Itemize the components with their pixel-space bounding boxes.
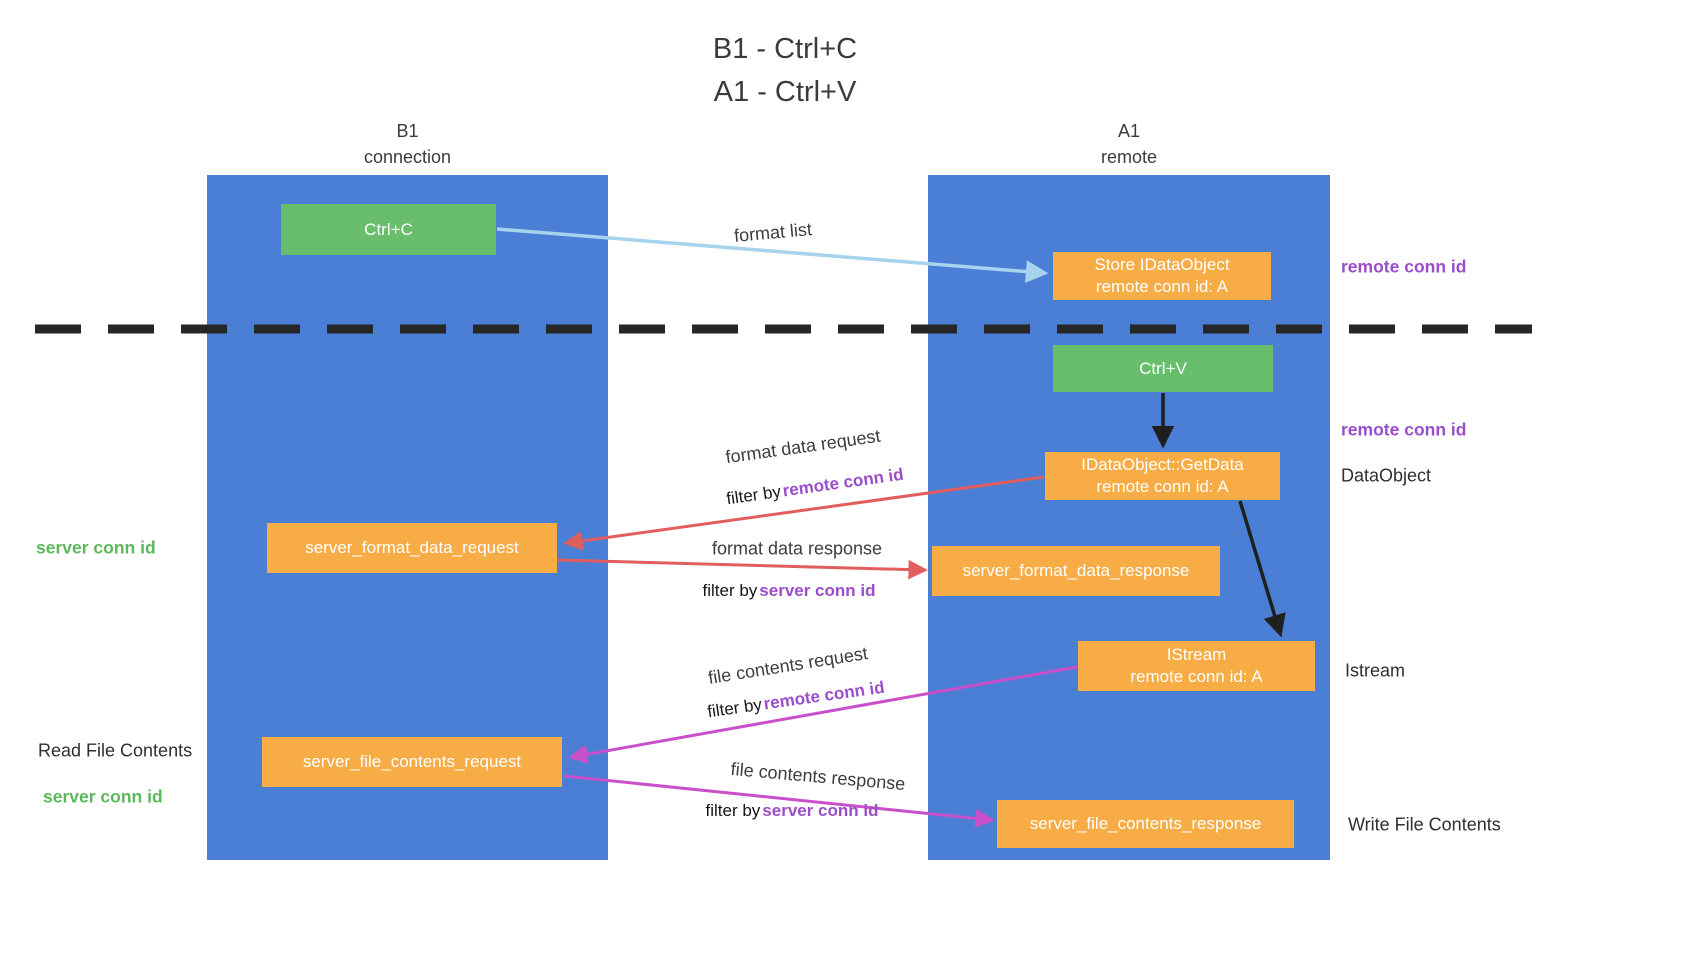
edge-label-format-data-request: format data request <box>724 425 882 468</box>
lane-a1-subtitle: remote <box>1100 147 1158 167</box>
node-ctrl-v: Ctrl+V <box>1053 345 1273 392</box>
node-server-format-data-response: server_format_data_response <box>932 546 1220 596</box>
title-line-2: A1 - Ctrl+V <box>713 76 857 108</box>
node-store-line1: Store IDataObject <box>1094 255 1230 274</box>
node-istream-line1: IStream <box>1166 645 1227 664</box>
filter-remote-conn-id-2: remote conn id <box>762 677 886 714</box>
arrow-format-data-response <box>557 558 928 580</box>
node-server-format-data-request: server_format_data_request <box>267 523 557 573</box>
node-idataobject-getdata: IDataObject::GetData remote conn id: A <box>1045 452 1280 500</box>
title-line-1: B1 - Ctrl+C <box>712 33 858 65</box>
lane-a1-title: A1 <box>1117 121 1141 141</box>
filter-server-conn-id-2: server conn id <box>762 801 879 820</box>
lane-b1-subtitle: connection <box>363 147 452 167</box>
edge-label-format-data-response: format data response <box>711 538 883 559</box>
diagram-title: B1 - Ctrl+C A1 - Ctrl+V <box>713 28 857 114</box>
node-format-response-label: server_format_data_response <box>962 561 1190 580</box>
edge-label-format-list: format list <box>733 219 813 246</box>
filter-by-text-2: filter by <box>702 581 758 600</box>
side-label-write-file-contents: Write File Contents <box>1348 814 1501 835</box>
node-istream: IStream remote conn id: A <box>1078 641 1315 691</box>
lane-header-b1: B1 connection <box>207 118 608 170</box>
node-getdata-line2: remote conn id: A <box>1096 477 1229 496</box>
lane-b1-title: B1 <box>396 121 419 141</box>
node-file-request-label: server_file_contents_request <box>302 752 522 771</box>
filter-server-conn-id-1: server conn id <box>759 581 876 600</box>
side-label-remote-conn-id-mid: remote conn id <box>1341 419 1467 440</box>
side-label-server-conn-id-bottom: server conn id <box>43 786 163 807</box>
side-label-server-conn-id-top: server conn id <box>36 537 156 558</box>
filter-by-text-1: filter by <box>725 481 783 509</box>
side-label-dataobject: DataObject <box>1341 465 1432 486</box>
filter-remote-conn-id-1: remote conn id <box>781 464 905 501</box>
edge-label-filter-remote-1: filter byremote conn id <box>725 465 905 510</box>
side-label-istream: Istream <box>1345 660 1406 681</box>
filter-by-text-3: filter by <box>706 694 764 722</box>
node-ctrl-c-label: Ctrl+C <box>364 219 413 239</box>
filter-by-text-4: filter by <box>705 801 761 820</box>
node-file-response-label: server_file_contents_response <box>1029 814 1262 833</box>
node-ctrl-c: Ctrl+C <box>281 204 496 255</box>
node-server-file-contents-response: server_file_contents_response <box>997 800 1294 848</box>
node-istream-line2: remote conn id: A <box>1130 667 1263 686</box>
node-ctrl-v-label: Ctrl+V <box>1139 358 1187 378</box>
side-label-read-file-contents: Read File Contents <box>38 740 193 761</box>
side-label-remote-conn-id-top: remote conn id <box>1341 256 1467 277</box>
node-store-line2: remote conn id: A <box>1095 277 1229 296</box>
node-server-file-contents-request: server_file_contents_request <box>262 737 562 787</box>
node-getdata-line1: IDataObject::GetData <box>1081 455 1244 474</box>
edge-label-file-contents-response: file contents response <box>729 758 907 795</box>
node-store-idataobject: Store IDataObject remote conn id: A <box>1053 252 1271 300</box>
lane-header-a1: A1 remote <box>928 118 1330 170</box>
node-format-request-label: server_format_data_request <box>305 538 519 557</box>
